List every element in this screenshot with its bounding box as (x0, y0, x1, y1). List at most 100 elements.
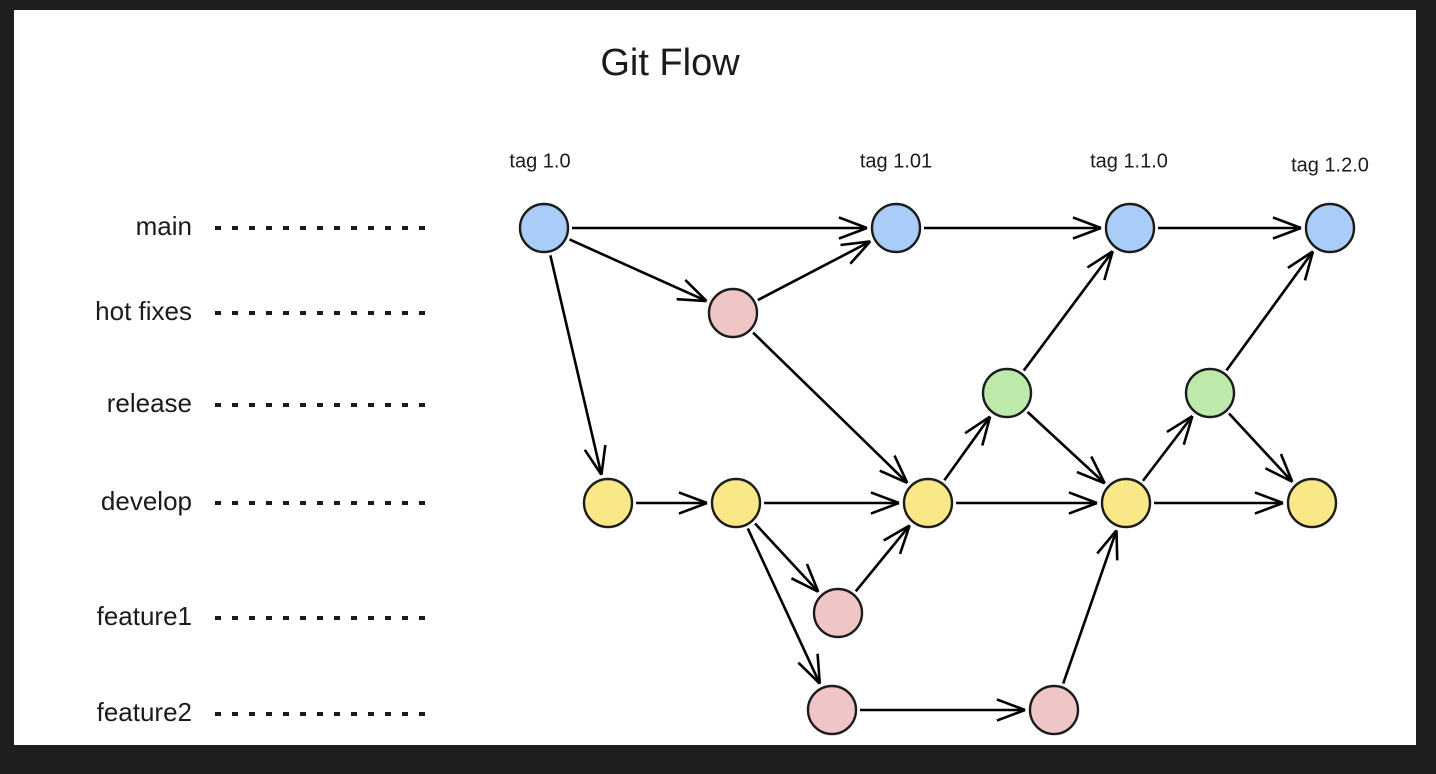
edge-e-r1-m3 (1022, 250, 1114, 372)
branch-label-main: main (136, 211, 192, 241)
edge-e-d1-d2 (636, 491, 708, 515)
edge-arrowhead-icon (1086, 250, 1114, 269)
edge-arrowhead-icon (583, 449, 603, 476)
edge-line (1228, 412, 1294, 483)
edge-arrowhead-icon (1076, 470, 1106, 485)
edge-arrowhead-icon (838, 216, 868, 230)
edge-arrowhead-icon (1287, 250, 1314, 270)
commit-node-m4[interactable] (1304, 202, 1356, 254)
edge-line (1061, 529, 1118, 684)
commit-node-h1[interactable] (707, 287, 759, 339)
commit-node-d4[interactable] (1100, 477, 1152, 529)
node-layer (518, 202, 1356, 736)
edge-arrowhead-icon (684, 279, 708, 303)
edge-line (757, 240, 871, 302)
commit-node-r2[interactable] (1184, 367, 1236, 419)
edge-line (549, 254, 603, 476)
edge-line (1225, 250, 1314, 372)
edge-arrowhead-icon (1068, 491, 1098, 505)
edge-line (1026, 411, 1106, 485)
branch-label-hotfixes: hot fixes (95, 296, 192, 326)
edge-arrowhead-icon (678, 501, 708, 515)
edge-line (1141, 415, 1194, 482)
edge-arrowhead-icon (870, 501, 900, 515)
edge-arrowhead-icon (1272, 226, 1302, 240)
commit-node-m2[interactable] (870, 202, 922, 254)
edge-arrowhead-icon (893, 455, 909, 484)
edge-arrowhead-icon (797, 661, 821, 685)
commit-node-f2a[interactable] (806, 684, 858, 736)
edge-line (1022, 250, 1114, 372)
edge-e-d3-d4 (956, 491, 1098, 515)
edge-arrowhead-icon (1279, 453, 1294, 483)
edge-e-d4-r2 (1141, 414, 1194, 482)
edge-layer (549, 216, 1315, 722)
tag-label-tag-1-0: tag 1.0 (509, 150, 570, 172)
edge-arrowhead-icon (676, 297, 707, 303)
edge-arrowhead-icon (981, 416, 992, 446)
commit-node-d5[interactable] (1286, 477, 1338, 529)
edge-arrowhead-icon (1303, 251, 1315, 281)
edge-line (754, 522, 820, 593)
commit-node-m1[interactable] (518, 202, 570, 254)
edge-line (746, 527, 821, 685)
edge-arrowhead-icon (1254, 501, 1284, 515)
edge-arrowhead-icon (964, 415, 991, 435)
commit-node-d1[interactable] (582, 477, 634, 529)
tag-label-tag-1-01: tag 1.01 (860, 150, 932, 172)
edge-arrowhead-icon (1182, 415, 1194, 446)
edge-arrowhead-icon (1072, 216, 1102, 230)
edge-line (854, 524, 911, 593)
edge-e-r2-d5 (1228, 412, 1294, 483)
commit-node-r1[interactable] (981, 367, 1033, 419)
edge-e-f1-d3 (854, 524, 911, 593)
edge-arrowhead-icon (883, 524, 911, 542)
tag-label-tag-1-2-0: tag 1.2.0 (1291, 154, 1369, 176)
edge-arrowhead-icon (1254, 491, 1284, 505)
edge-e-h1-d3 (752, 331, 909, 484)
branch-label-release: release (107, 388, 192, 418)
edge-arrowhead-icon (838, 226, 868, 240)
edge-arrowhead-icon (1068, 501, 1098, 515)
edge-e-m1-h1 (569, 238, 708, 303)
edge-arrowhead-icon (996, 698, 1026, 712)
edge-arrowhead-icon (849, 240, 872, 265)
edge-arrowhead-icon (879, 469, 908, 484)
edge-arrowhead-icon (898, 525, 911, 555)
edge-e-r2-m4 (1225, 250, 1315, 372)
edge-e-d2-f2a (746, 527, 822, 685)
edge-arrowhead-icon (1072, 226, 1102, 240)
commit-node-m3[interactable] (1104, 202, 1156, 254)
tag-layer: tag 1.0 tag 1.01 tag 1.1.0 tag 1.2.0 (509, 150, 1369, 176)
commit-node-d3[interactable] (902, 477, 954, 529)
tag-label-tag-1-1-0: tag 1.1.0 (1090, 150, 1168, 172)
edge-e-h1-m2 (757, 240, 872, 302)
edge-arrowhead-icon (996, 708, 1026, 722)
edge-e-d2-d3 (764, 491, 900, 515)
edge-arrowhead-icon (1090, 455, 1106, 484)
edge-e-m3-m4 (1158, 216, 1302, 240)
edge-arrowhead-icon (1096, 529, 1118, 555)
edge-e-m2-m3 (924, 216, 1102, 240)
edge-arrowhead-icon (805, 563, 820, 593)
edge-arrowhead-icon (1115, 530, 1119, 561)
edge-arrowhead-icon (816, 653, 822, 684)
edge-arrowhead-icon (790, 577, 819, 593)
edge-arrowhead-icon (678, 491, 708, 505)
edge-e-d3-r1 (943, 415, 992, 482)
edge-arrowhead-icon (870, 491, 900, 505)
edge-e-r1-d4 (1026, 411, 1106, 485)
page-title: Git Flow (600, 42, 740, 84)
branch-label-feature1: feature1 (97, 601, 192, 631)
edge-arrowhead-icon (1264, 467, 1293, 483)
edge-arrowhead-icon (1166, 414, 1194, 434)
edge-e-d2-f1 (754, 522, 820, 593)
edge-e-d4-d5 (1154, 491, 1284, 515)
edge-line (943, 415, 992, 482)
commit-node-d2[interactable] (710, 477, 762, 529)
commit-node-f2b[interactable] (1028, 684, 1080, 736)
commit-node-f1[interactable] (812, 587, 864, 639)
